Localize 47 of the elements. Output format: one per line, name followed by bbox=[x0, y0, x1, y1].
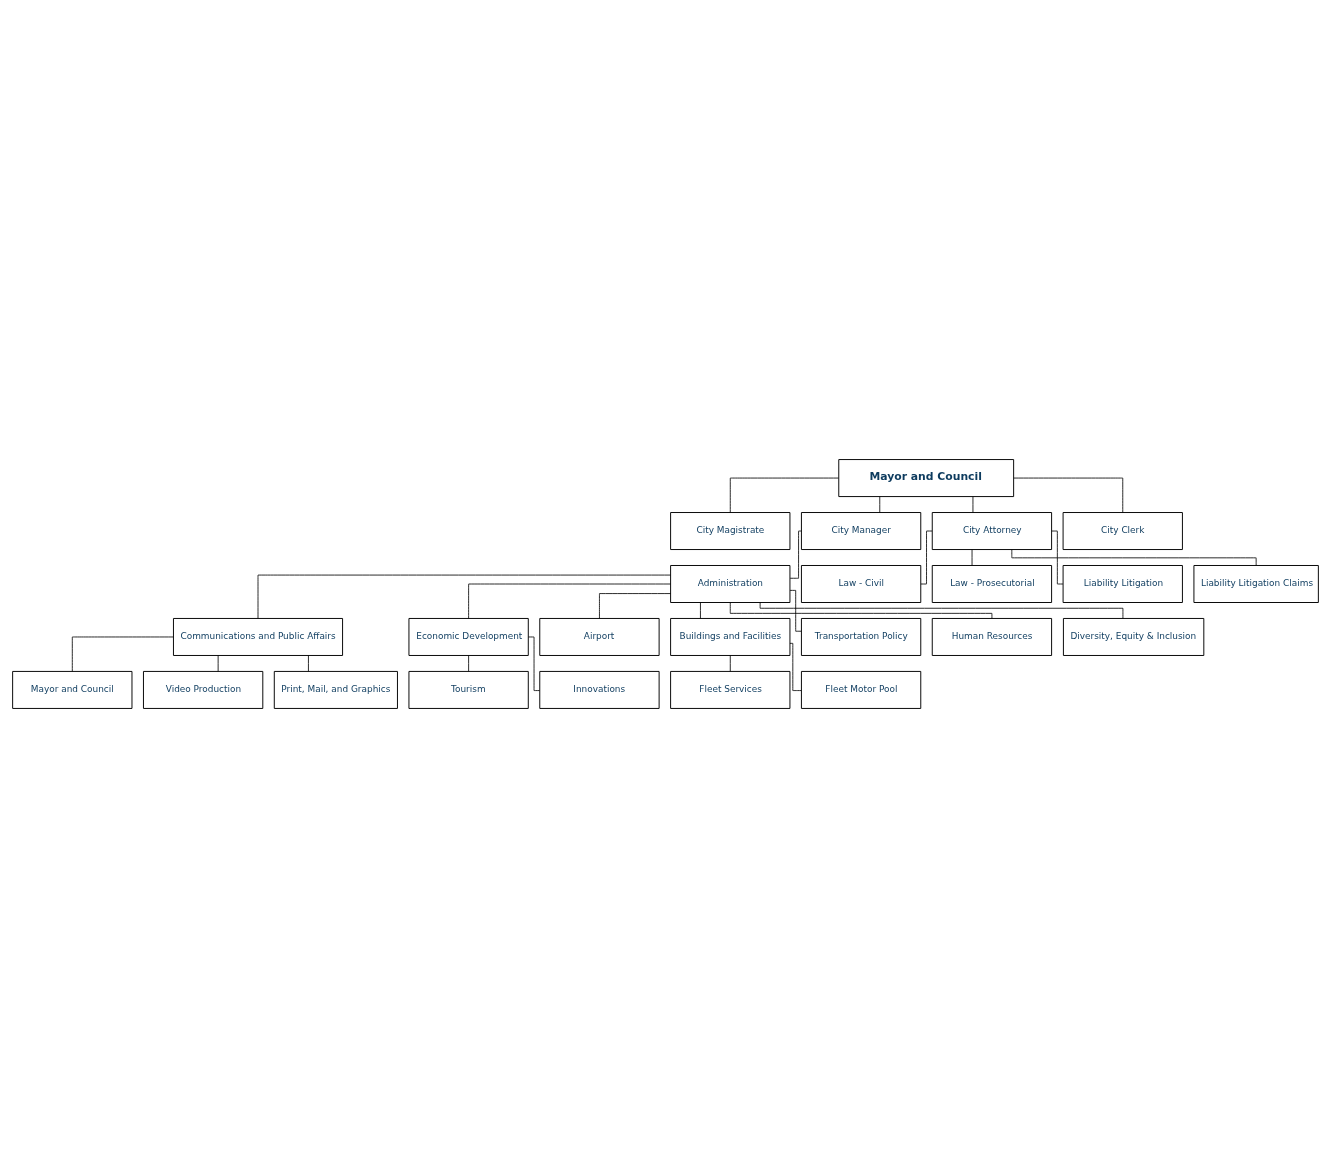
node-box: Liability Litigation Claims bbox=[1193, 565, 1319, 603]
connector bbox=[599, 593, 672, 619]
node-box: Buildings and Facilities bbox=[670, 618, 791, 656]
connector bbox=[71, 636, 174, 672]
connector bbox=[879, 496, 881, 513]
node-box: Mayor and Council bbox=[838, 459, 1015, 498]
node-box: Airport bbox=[539, 618, 660, 656]
node-box: Human Resources bbox=[931, 618, 1053, 656]
connector bbox=[920, 530, 933, 585]
node-box: Liability Litigation bbox=[1062, 565, 1183, 603]
connector bbox=[1011, 549, 1257, 566]
connector bbox=[789, 642, 802, 691]
node-box: Law - Civil bbox=[800, 565, 922, 603]
connector bbox=[729, 602, 993, 619]
node-box: Diversity, Equity & Inclusion bbox=[1062, 618, 1205, 656]
connector bbox=[759, 602, 1124, 619]
node-box: City Attorney bbox=[931, 512, 1053, 550]
connector bbox=[972, 496, 974, 513]
node-box: Economic Development bbox=[408, 618, 529, 656]
connector bbox=[468, 655, 470, 672]
node-box: Video Production bbox=[143, 670, 264, 709]
node-box: Mayor and Council bbox=[12, 670, 133, 709]
node-box: City Clerk bbox=[1062, 512, 1183, 550]
node-box: Print, Mail, and Graphics bbox=[273, 670, 398, 709]
node-box: Transportation Policy bbox=[800, 618, 922, 656]
connector bbox=[528, 636, 541, 691]
connector bbox=[971, 549, 973, 566]
node-box: Administration bbox=[670, 565, 791, 603]
connector bbox=[308, 655, 309, 672]
node-box: Law - Prosecutorial bbox=[931, 565, 1053, 603]
connector bbox=[789, 530, 802, 579]
connector bbox=[700, 602, 701, 619]
connector bbox=[789, 589, 802, 632]
node-box: City Manager bbox=[800, 512, 922, 550]
connector bbox=[729, 477, 839, 513]
node-box: Communications and Public Affairs bbox=[172, 618, 344, 656]
connector bbox=[1051, 530, 1064, 585]
connector bbox=[468, 583, 671, 619]
connector bbox=[1013, 477, 1124, 513]
node-box: Fleet Motor Pool bbox=[800, 670, 922, 709]
connector bbox=[217, 655, 219, 672]
connector bbox=[729, 655, 731, 672]
node-box: Tourism bbox=[408, 670, 529, 709]
node-box: Fleet Services bbox=[670, 670, 791, 709]
connector bbox=[257, 574, 671, 619]
node-box: City Magistrate bbox=[670, 512, 791, 550]
node-box: Innovations bbox=[539, 670, 660, 709]
